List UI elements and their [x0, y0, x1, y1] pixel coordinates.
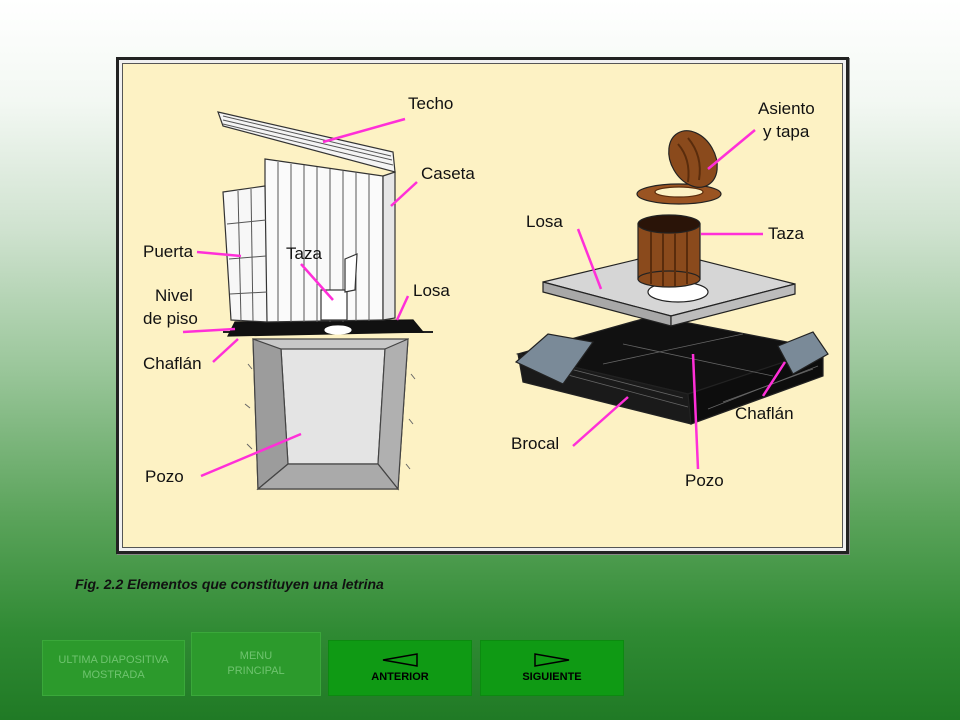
main-menu-label-line1: MENU — [239, 650, 273, 662]
figure-frame: Techo Caseta Puerta Taza Nivel de piso L… — [116, 57, 849, 554]
label-brocal: Brocal — [511, 434, 559, 453]
label-taza-right: Taza — [768, 224, 804, 243]
last-slide-label-line2: MOSTRADA — [82, 669, 145, 681]
label-caseta: Caseta — [421, 164, 475, 183]
main-menu-button[interactable]: MENU PRINCIPAL — [191, 632, 321, 696]
label-losa-right: Losa — [526, 212, 563, 231]
next-label: SIGUIENTE — [522, 670, 582, 683]
label-pozo-left: Pozo — [145, 467, 184, 486]
previous-label: ANTERIOR — [371, 670, 429, 683]
label-techo: Techo — [408, 94, 453, 113]
label-asiento: Asiento — [758, 99, 815, 118]
left-latrine-drawing — [217, 111, 433, 491]
last-slide-shown-button[interactable]: ULTIMA DIAPOSITIVA MOSTRADA — [42, 640, 185, 696]
right-exploded-drawing — [514, 130, 829, 425]
latrine-diagram: Techo Caseta Puerta Taza Nivel de piso L… — [143, 94, 829, 491]
figure-caption: Fig. 2.2 Elementos que constituyen una l… — [75, 576, 384, 592]
label-chaflan-left: Chaflán — [143, 354, 202, 373]
label-de-piso: de piso — [143, 309, 198, 328]
last-slide-label-line1: ULTIMA DIAPOSITIVA — [58, 654, 169, 666]
left-triangle-arrow-icon — [382, 652, 418, 667]
label-taza-left: Taza — [286, 244, 322, 263]
previous-button[interactable]: ANTERIOR — [328, 640, 472, 696]
latrine-illustration: Techo Caseta Puerta Taza Nivel de piso L… — [122, 63, 843, 548]
label-puerta: Puerta — [143, 242, 194, 261]
label-losa-left: Losa — [413, 281, 450, 300]
label-chaflan-right: Chaflán — [735, 404, 794, 423]
right-triangle-arrow-icon — [534, 652, 570, 667]
label-y-tapa: y tapa — [763, 122, 810, 141]
next-button[interactable]: SIGUIENTE — [480, 640, 624, 696]
label-pozo-right: Pozo — [685, 471, 724, 490]
main-menu-label-line2: PRINCIPAL — [227, 665, 285, 677]
label-nivel: Nivel — [155, 286, 193, 305]
diagram-labels: Techo Caseta Puerta Taza Nivel de piso L… — [143, 94, 815, 490]
leader-lines — [182, 117, 787, 478]
